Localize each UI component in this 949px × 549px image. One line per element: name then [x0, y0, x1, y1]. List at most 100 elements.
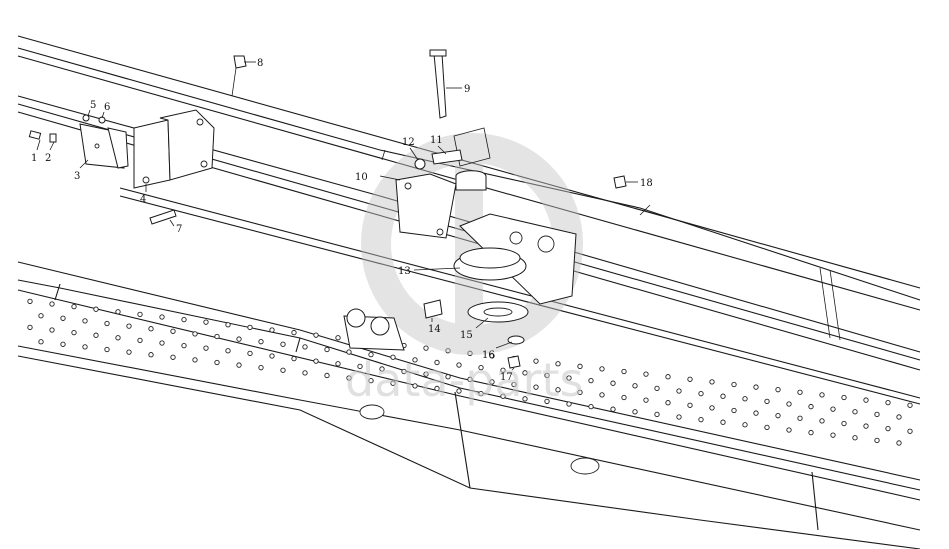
perforation-hole	[137, 337, 143, 344]
perforation-hole	[390, 354, 396, 360]
perforation-hole	[346, 375, 352, 381]
perforation-hole	[544, 372, 550, 379]
perforation-hole	[819, 418, 825, 424]
perforation-hole	[104, 346, 110, 353]
perforation-hole	[236, 362, 242, 368]
callout-7: 7	[176, 224, 182, 235]
perforation-hole	[489, 353, 495, 359]
perforation-hole	[423, 371, 429, 377]
perforation-hole	[335, 361, 341, 367]
perforation-hole	[434, 385, 440, 392]
perforation-hole	[808, 403, 814, 410]
perforation-hole	[368, 378, 374, 384]
perforation-hole	[698, 416, 704, 423]
perforation-hole	[203, 345, 209, 351]
perforation-hole	[302, 344, 308, 350]
perforation-hole	[324, 372, 330, 379]
callout-10: 10	[355, 172, 368, 183]
callout-leader-lines	[36, 61, 638, 371]
perforation-hole	[159, 314, 165, 320]
perforation-hole	[60, 315, 66, 321]
callout-5: 5	[90, 100, 96, 111]
callout-18: 18	[640, 178, 653, 189]
callout-3: 3	[74, 171, 80, 182]
perforation-hole	[709, 379, 715, 385]
perforation-hole	[302, 370, 308, 376]
perforation-hole	[533, 384, 539, 390]
perforation-hole	[236, 336, 242, 342]
perforation-hole	[269, 353, 275, 359]
perforation-hole	[885, 426, 891, 432]
perforation-hole	[709, 405, 715, 411]
perforation-hole	[676, 388, 682, 394]
perforation-hole	[291, 329, 297, 336]
perforation-hole	[423, 345, 429, 351]
perforation-hole	[786, 427, 792, 433]
perforation-hole	[797, 415, 803, 421]
perforation-hole	[93, 332, 99, 338]
perforation-hole	[225, 322, 231, 328]
perforation-hole	[115, 335, 121, 341]
perforation-hole	[896, 414, 902, 420]
perforation-hole	[49, 301, 55, 307]
perforation-hole	[346, 349, 352, 355]
callout-6: 6	[104, 102, 110, 113]
perforation-hole	[478, 390, 484, 397]
perforation-hole	[170, 328, 176, 334]
perforation-hole	[412, 383, 418, 389]
perforation-hole	[654, 385, 660, 392]
perforation-hole	[71, 303, 77, 310]
perforation-hole	[907, 428, 913, 434]
perforation-hole	[720, 393, 726, 399]
perforation-hole	[478, 364, 484, 371]
perforation-hole	[247, 324, 253, 331]
callout-16: 16	[482, 350, 495, 361]
perforation-hole	[830, 432, 836, 438]
perforation-hole	[753, 384, 759, 390]
callout-12: 12	[402, 137, 415, 148]
perforation-hole	[621, 368, 627, 375]
perforation-hole	[863, 397, 869, 403]
perforation-hole	[192, 357, 198, 363]
perforation-hole	[313, 332, 319, 338]
callout-labels: 1 2 3 4 5 6 7 8 9 10 11 12 13 14 15 16 1…	[31, 58, 653, 383]
perforation-hole	[676, 414, 682, 420]
callout-2: 2	[45, 153, 51, 164]
perforation-hole	[588, 403, 594, 410]
perforation-hole	[632, 383, 638, 389]
perforation-hole	[467, 350, 473, 356]
perforation-hole	[742, 396, 748, 402]
perforation-hole	[82, 344, 88, 350]
center-mount-assembly	[343, 49, 627, 369]
lower-perforated-rail	[17, 261, 921, 549]
perforation-hole	[357, 363, 363, 370]
perforation-hole	[896, 440, 902, 446]
perforation-hole	[148, 326, 154, 332]
perforation-hole	[874, 411, 880, 418]
rail-perforations	[27, 298, 913, 446]
perforation-hole	[577, 363, 583, 369]
perforation-hole	[170, 354, 176, 360]
perforation-hole	[38, 339, 44, 345]
perforation-hole	[214, 359, 220, 366]
perforation-hole	[533, 358, 539, 364]
perforation-hole	[742, 422, 748, 428]
left-mount-assembly	[28, 55, 247, 225]
callout-8: 8	[257, 58, 263, 69]
perforation-hole	[544, 398, 550, 405]
perforation-hole	[27, 298, 33, 305]
perforation-hole	[60, 341, 66, 347]
callout-11: 11	[430, 135, 443, 146]
perforation-hole	[907, 402, 913, 408]
perforation-hole	[808, 429, 814, 436]
perforation-hole	[38, 313, 44, 319]
perforation-hole	[720, 419, 726, 425]
perforation-hole	[27, 324, 33, 331]
perforation-hole	[456, 388, 462, 394]
perforation-hole	[643, 371, 649, 377]
perforation-hole	[610, 380, 616, 386]
perforation-hole	[126, 323, 132, 329]
callout-17: 17	[500, 372, 513, 383]
perforation-hole	[280, 367, 286, 373]
perforation-hole	[687, 402, 693, 408]
